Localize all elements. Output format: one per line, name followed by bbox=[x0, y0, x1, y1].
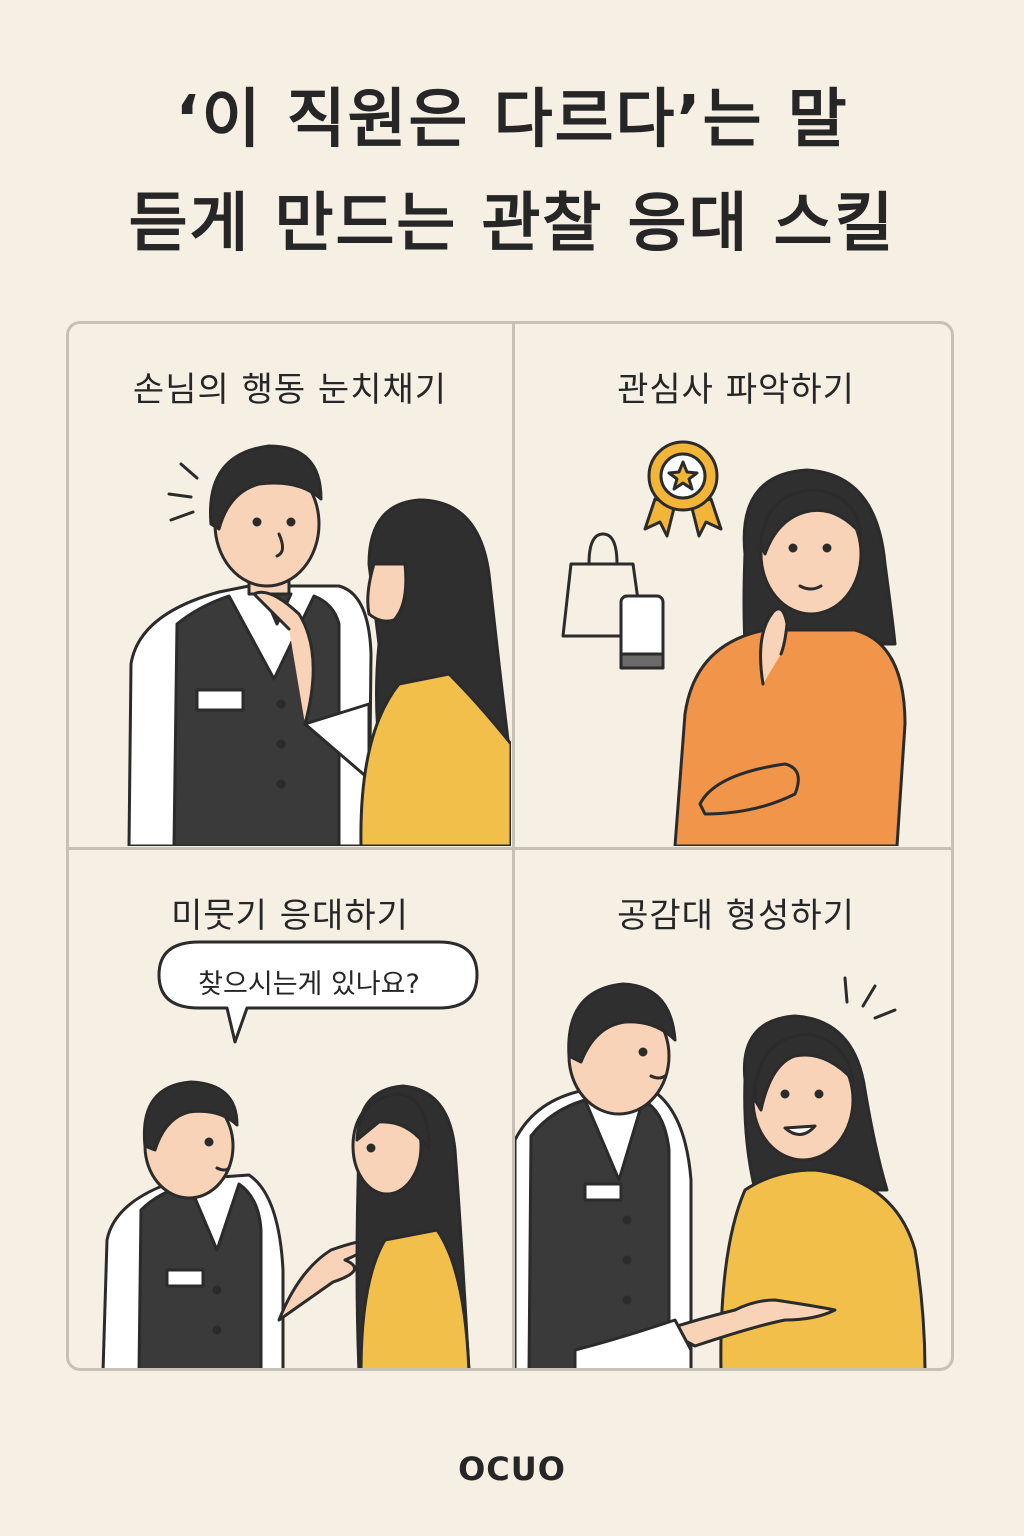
attention-line bbox=[861, 984, 877, 1008]
staff-hand bbox=[663, 1298, 837, 1348]
panel-2-illustration bbox=[561, 440, 907, 846]
panel-title: 미뭇기 응대하기 bbox=[171, 896, 409, 936]
customer-top bbox=[359, 1228, 471, 1368]
panel-3-illustration bbox=[101, 940, 479, 1368]
brand-logo: OCUO bbox=[458, 1450, 566, 1488]
attention-line bbox=[169, 510, 195, 522]
name-tag-icon bbox=[583, 1182, 623, 1202]
page-title: ‘이 직원은 다르다’는 말 듣게 만드는 관찰 응대 스킬 bbox=[0, 68, 1024, 276]
panel-title: 손님의 행동 눈치채기 bbox=[132, 370, 448, 410]
panel-1-illustration bbox=[127, 444, 511, 846]
grid-divider-vertical bbox=[512, 324, 515, 1368]
panel-title: 관심사 파악하기 bbox=[617, 370, 855, 410]
panel-title: 공감대 형성하기 bbox=[617, 896, 855, 936]
staff-hair bbox=[567, 982, 677, 1064]
staff-hair bbox=[142, 1080, 239, 1152]
attention-line bbox=[873, 1008, 897, 1020]
attention-line bbox=[167, 492, 193, 499]
name-tag-icon bbox=[165, 1268, 205, 1288]
customer-face bbox=[366, 562, 408, 623]
award-badge-icon bbox=[643, 440, 723, 538]
name-tag-icon bbox=[195, 688, 245, 712]
panel-notice-behavior: 손님의 행동 눈치채기 bbox=[69, 324, 511, 846]
staff-hand bbox=[252, 590, 315, 726]
title-line-2: 듣게 만드는 관찰 응대 스킬 bbox=[128, 187, 896, 261]
panel-build-rapport: 공감대 형성하기 bbox=[515, 850, 951, 1368]
grid-divider-horizontal bbox=[69, 847, 951, 850]
speech-bubble-text: 찾으시는게 있나요? bbox=[198, 969, 420, 1000]
staff-vest bbox=[527, 1098, 671, 1368]
attention-line bbox=[843, 976, 849, 1004]
staff-hair bbox=[208, 444, 323, 531]
speech-bubble bbox=[157, 940, 479, 1044]
attention-line bbox=[179, 462, 199, 480]
title-line-1: ‘이 직원은 다르다’는 말 bbox=[175, 83, 849, 157]
customer-hand bbox=[759, 607, 789, 686]
panel-4-illustration bbox=[515, 976, 927, 1368]
customer-top bbox=[359, 672, 511, 846]
panel-identify-interests: 관심사 파악하기 bbox=[515, 324, 951, 846]
customer-top bbox=[719, 1168, 927, 1368]
comic-grid: 손님의 행동 눈치채기 bbox=[66, 321, 954, 1371]
panel-ask-to-serve: 미뭇기 응대하기 찾으시는게 있나요? bbox=[69, 850, 511, 1368]
